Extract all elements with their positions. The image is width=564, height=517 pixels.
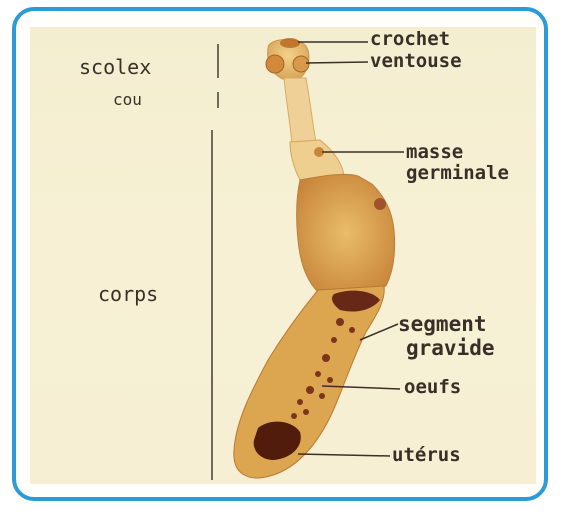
leader-uterus: [298, 454, 390, 456]
neck-shape: [284, 78, 316, 144]
label-germinale: germinale: [406, 164, 509, 183]
sucker-right: [293, 56, 309, 72]
label-corps: corps: [98, 284, 158, 304]
label-crochet: crochet: [370, 30, 450, 49]
label-gravide: gravide: [406, 338, 495, 359]
label-masse: masse: [406, 143, 463, 162]
label-uterus: utérus: [392, 446, 461, 465]
label-segment: segment: [398, 314, 487, 335]
immature-segment: [290, 140, 344, 180]
mature-segment: [297, 174, 395, 292]
label-ventouse: ventouse: [370, 52, 462, 71]
label-cou: cou: [113, 92, 142, 108]
label-scolex: scolex: [79, 57, 151, 77]
hook-crown: [280, 38, 300, 48]
label-oeufs: oeufs: [404, 378, 461, 397]
sucker-left: [266, 55, 284, 73]
leader-ventouse: [306, 62, 368, 63]
